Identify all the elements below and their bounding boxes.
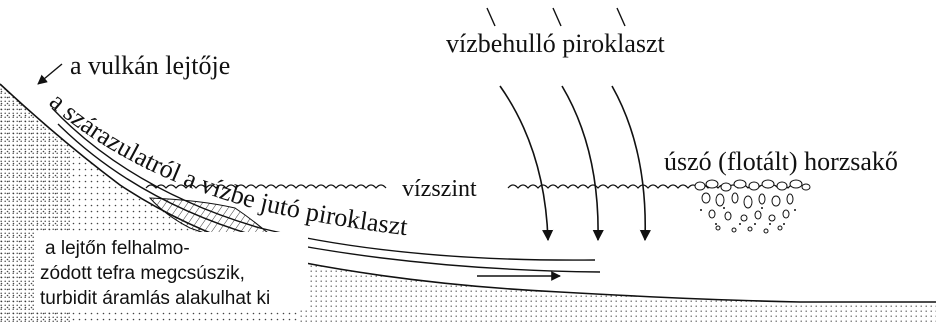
falling-pyroclast-arrow-2 [561,85,604,242]
falling-pyroclast-tick-3 [616,7,626,27]
turbidite-label-line-1: a lejtőn felhalmo- [45,238,190,259]
falling-pyroclast-tick-2 [552,7,562,27]
water-level-line-left [145,184,387,189]
slope-pointer-arrow [37,63,63,85]
falling-pyroclast-arrow-3 [611,85,651,242]
falling-pyroclast-arrow-1 [499,85,554,242]
turbidite-text-backdrop [36,232,308,310]
falling-pyroclast-tick-1 [486,7,496,27]
pumice-dots [700,207,796,225]
volcano-slope-line [0,83,936,303]
falling-pyroclast-label: vízbehulló piroklaszt [446,29,666,58]
water-level-label: vízszint [402,176,477,202]
turbidite-label-line-3: turbidit áramlás alakulhat ki [40,288,270,309]
seafloor-sediment [300,262,936,324]
turbidite-label-line-2: zódott tefra megcsúszik, [40,263,245,284]
slope-label: a vulkán lejtője [70,51,230,80]
floating-pumice-label: úszó (flotált) horzsakő [664,147,898,176]
floating-pumice [694,179,811,234]
pyroclast-flow-upper-line [51,107,596,261]
